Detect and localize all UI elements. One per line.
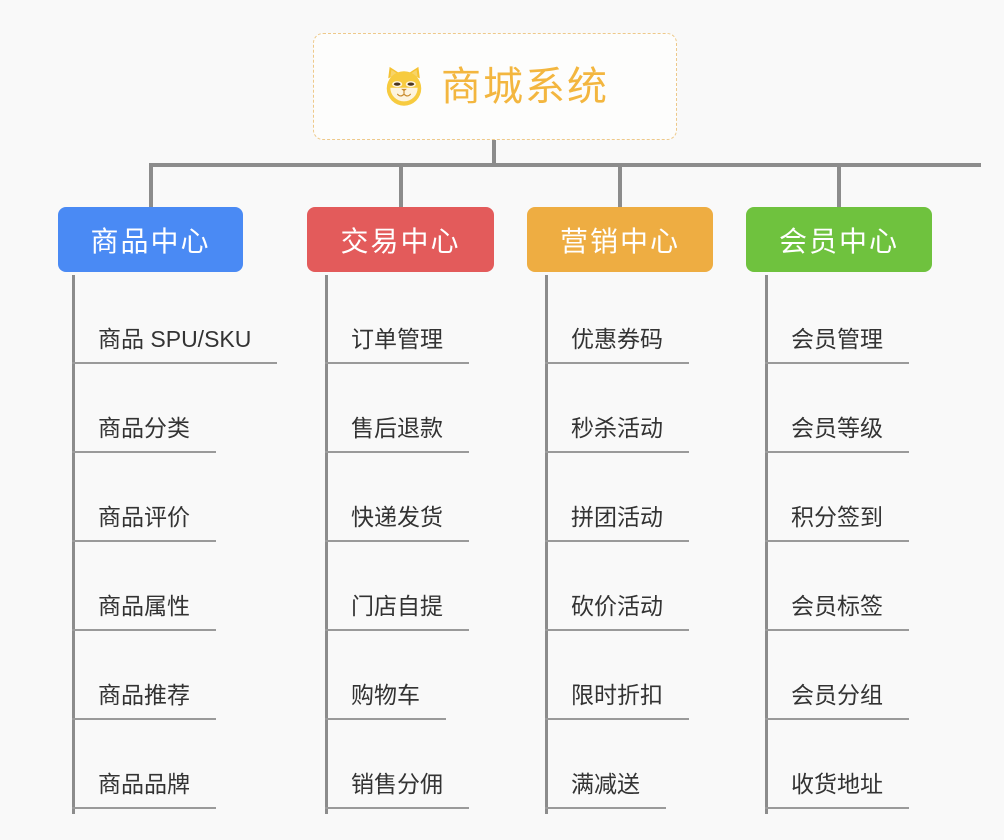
leaf-item-label: 收货地址 [765, 770, 909, 809]
leaf-item-label: 拼团活动 [545, 503, 689, 542]
leaf-item-label: 会员标签 [765, 592, 909, 631]
leaf-item[interactable]: 会员分组 [765, 631, 909, 720]
category-header[interactable]: 商品中心 [58, 207, 243, 272]
leaf-item[interactable]: 快递发货 [325, 453, 469, 542]
leaf-item-label: 砍价活动 [545, 592, 689, 631]
leaf-item[interactable]: 商品推荐 [72, 631, 216, 720]
branch-spine [325, 275, 328, 814]
leaf-item[interactable]: 订单管理 [325, 275, 469, 364]
branch-spine [72, 275, 75, 814]
leaf-item[interactable]: 积分签到 [765, 453, 909, 542]
leaf-item[interactable]: 砍价活动 [545, 542, 689, 631]
connector-root-stem [492, 140, 496, 165]
leaf-item[interactable]: 商品分类 [72, 364, 216, 453]
leaf-item[interactable]: 优惠券码 [545, 275, 689, 364]
leaf-item-label: 会员等级 [765, 414, 909, 453]
leaf-item[interactable]: 商品 SPU/SKU [72, 275, 278, 364]
leaf-item-label: 商品评价 [72, 503, 216, 542]
leaf-item-label: 订单管理 [325, 325, 469, 364]
leaf-item-label: 销售分佣 [325, 770, 469, 809]
branch-spine [765, 275, 768, 814]
branch-column: 商品中心商品 SPU/SKU 商品分类商品评价商品属性商品推荐商品品牌 [58, 207, 278, 814]
leaf-item-label: 门店自提 [325, 592, 469, 631]
connector-drop-3 [837, 163, 841, 209]
leaf-item-label: 会员管理 [765, 325, 909, 364]
leaf-item[interactable]: 会员管理 [765, 275, 909, 364]
connector-horizontal-bar [150, 163, 981, 167]
leaf-item[interactable]: 销售分佣 [325, 720, 469, 809]
branch-column: 交易中心订单管理售后退款快递发货门店自提购物车销售分佣 [307, 207, 494, 814]
leaf-item-label: 商品推荐 [72, 681, 216, 720]
leaf-item[interactable]: 门店自提 [325, 542, 469, 631]
leaf-item-label: 商品品牌 [72, 770, 216, 809]
root-title: 商城系统 [441, 64, 609, 109]
leaf-item-label: 商品属性 [72, 592, 216, 631]
shiba-dog-icon [381, 64, 427, 110]
leaf-item[interactable]: 会员等级 [765, 364, 909, 453]
connector-drop-1 [398, 163, 403, 209]
leaf-item-label: 会员分组 [765, 681, 909, 720]
category-header[interactable]: 交易中心 [307, 207, 494, 272]
leaf-item[interactable]: 收货地址 [765, 720, 909, 809]
leaf-item[interactable]: 商品品牌 [72, 720, 216, 809]
branch-spine [545, 275, 548, 814]
leaf-item[interactable]: 秒杀活动 [545, 364, 689, 453]
leaf-item[interactable]: 拼团活动 [545, 453, 689, 542]
leaf-item-label: 限时折扣 [545, 681, 689, 720]
leaf-item-label: 购物车 [325, 681, 446, 720]
leaf-item[interactable]: 商品评价 [72, 453, 216, 542]
leaf-item-label: 秒杀活动 [545, 414, 689, 453]
leaf-item-label: 积分签到 [765, 503, 909, 542]
root-node[interactable]: 商城系统 [313, 33, 677, 140]
connector-drop-2 [618, 163, 622, 209]
leaf-item-label: 满减送 [545, 770, 666, 809]
leaf-item[interactable]: 商品属性 [72, 542, 216, 631]
connector-drop-0 [148, 163, 153, 209]
branch-column: 营销中心优惠券码秒杀活动拼团活动砍价活动限时折扣满减送 [527, 207, 713, 814]
category-header[interactable]: 会员中心 [746, 207, 932, 272]
leaf-item-label: 商品 SPU/SKU [72, 325, 278, 364]
leaf-item[interactable]: 购物车 [325, 631, 446, 720]
branch-column: 会员中心会员管理会员等级积分签到会员标签会员分组收货地址 [746, 207, 932, 814]
leaf-item[interactable]: 限时折扣 [545, 631, 689, 720]
leaf-item-label: 快递发货 [325, 503, 469, 542]
leaf-item[interactable]: 售后退款 [325, 364, 469, 453]
leaf-item-label: 商品分类 [72, 414, 216, 453]
leaf-item-label: 优惠券码 [545, 325, 689, 364]
category-header[interactable]: 营销中心 [527, 207, 713, 272]
leaf-item[interactable]: 会员标签 [765, 542, 909, 631]
leaf-item[interactable]: 满减送 [545, 720, 666, 809]
leaf-item-label: 售后退款 [325, 414, 469, 453]
